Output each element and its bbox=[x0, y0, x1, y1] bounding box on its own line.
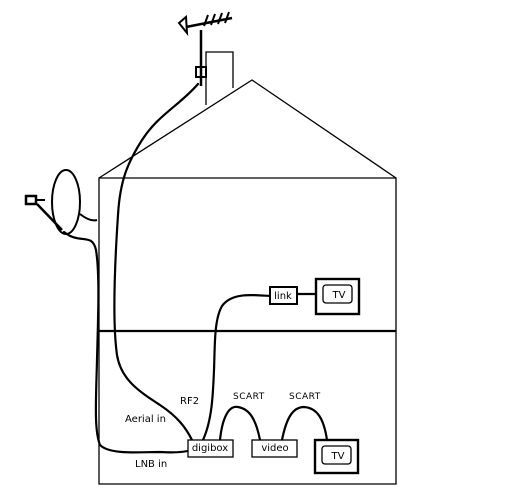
link-box: link bbox=[269, 286, 298, 305]
digibox-box: digibox bbox=[187, 439, 234, 458]
scart-cable-1 bbox=[218, 405, 262, 442]
aerial-cable bbox=[113, 82, 200, 442]
scart-label-1: SCART bbox=[233, 392, 265, 402]
link-label: link bbox=[274, 291, 292, 302]
video-label: video bbox=[261, 443, 288, 454]
chimney-icon bbox=[205, 51, 234, 105]
video-box: video bbox=[251, 439, 298, 458]
rf2-label: RF2 bbox=[180, 396, 199, 407]
tv-downstairs: TV bbox=[313, 438, 360, 475]
lnb-in-label: LNB in bbox=[135, 459, 167, 470]
house-outline bbox=[98, 79, 397, 485]
scart-label-2: SCART bbox=[289, 392, 321, 402]
digibox-label: digibox bbox=[192, 443, 228, 454]
aerial-in-label: Aerial in bbox=[125, 414, 166, 425]
lnb-cable bbox=[62, 230, 194, 454]
roof bbox=[98, 79, 397, 179]
satellite-dish-icon bbox=[24, 169, 98, 235]
tv-upstairs-label: TV bbox=[332, 290, 346, 301]
scart-cable-2 bbox=[280, 405, 329, 442]
tv-aerial-icon bbox=[177, 11, 233, 86]
rf2-cable bbox=[201, 293, 272, 442]
cables bbox=[62, 82, 329, 454]
tv-downstairs-label: TV bbox=[331, 451, 345, 462]
walls bbox=[98, 177, 397, 485]
tv-upstairs: TV bbox=[314, 277, 361, 316]
